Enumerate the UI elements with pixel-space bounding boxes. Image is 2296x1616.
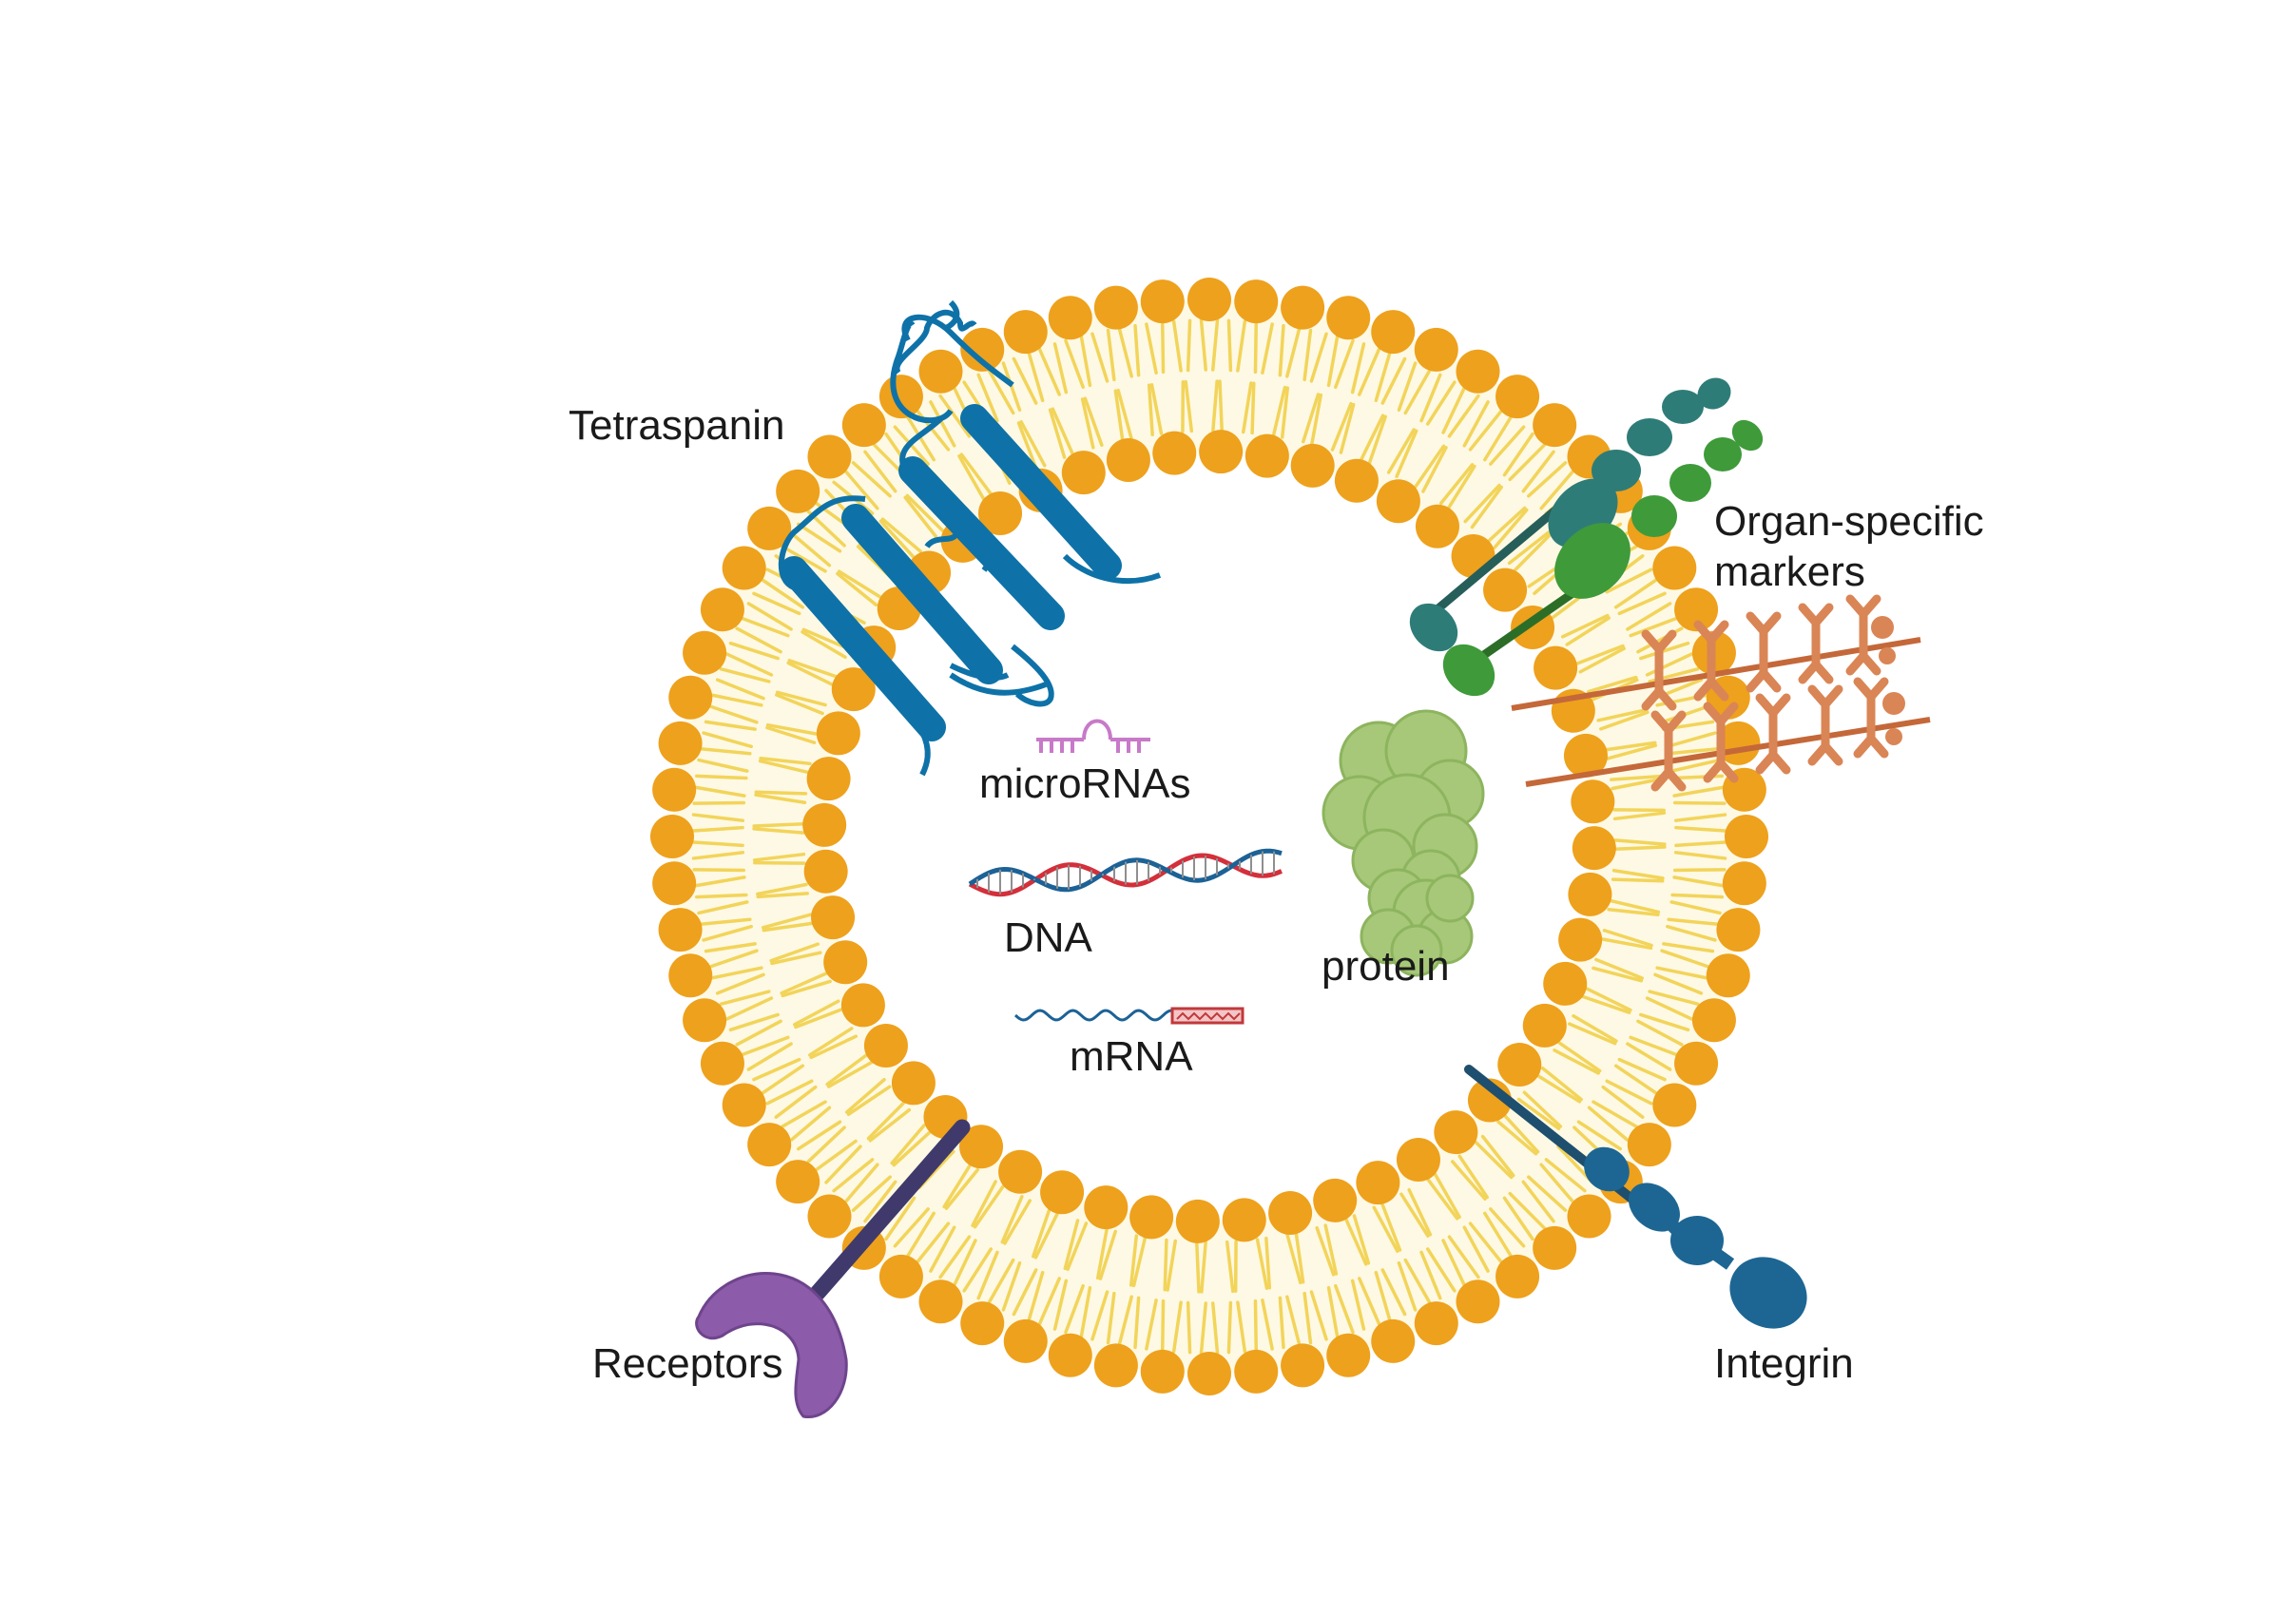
mrna-icon — [1015, 1009, 1243, 1023]
lipid-heads — [650, 278, 1768, 1395]
label-organ-specific: Organ-specific — [1714, 496, 1984, 548]
lipid-tails — [693, 320, 1726, 1353]
label-integrin: Integrin — [1714, 1338, 1854, 1390]
label-micrornas: microRNAs — [979, 759, 1190, 810]
label-markers: markers — [1714, 547, 1865, 598]
microrna-icon — [1036, 721, 1150, 754]
label-mrna: mRNA — [1070, 1031, 1193, 1083]
dna-icon — [970, 851, 1282, 895]
protein-icon — [1323, 711, 1483, 975]
label-dna: DNA — [1004, 913, 1092, 964]
label-receptors: Receptors — [592, 1338, 783, 1390]
label-protein: protein — [1322, 941, 1450, 992]
lipid-bilayer-membrane — [650, 278, 1768, 1395]
label-tetraspanin: Tetraspanin — [569, 400, 784, 452]
